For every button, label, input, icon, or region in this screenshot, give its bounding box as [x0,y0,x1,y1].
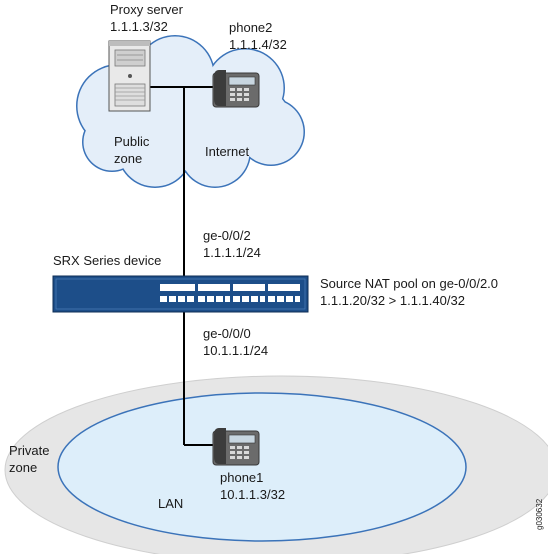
server-icon [108,40,151,112]
public-zone-label-line1: Public [114,134,150,149]
phone2-icon [212,70,260,108]
srx-device-label: SRX Series device [53,253,162,268]
lower-interface-name: ge-0/0/0 [203,326,251,341]
private-zone-label-line2: zone [9,460,38,475]
nat-pool-label: Source NAT pool on ge-0/0/2.0 [320,276,499,291]
public-zone-label-line2: zone [114,151,143,166]
phone1-label: phone1 [220,470,264,485]
lower-interface-address: 10.1.1.1/24 [203,343,269,358]
phone2-label: phone2 [229,20,273,35]
upper-interface-address: 1.1.1.1/24 [203,245,261,260]
srx-device-icon [52,275,309,313]
private-zone-label-line1: Private [9,443,50,458]
internet-label: Internet [205,144,250,159]
proxy-server-address: 1.1.1.3/32 [110,19,168,34]
lan-label: LAN [158,496,184,511]
upper-interface-name: ge-0/0/2 [203,228,251,243]
phone1-icon [212,428,260,466]
phone2-address: 1.1.1.4/32 [229,37,287,52]
proxy-server-label: Proxy server [110,2,183,17]
figure-id: g030632 [535,498,544,530]
nat-pool-range: 1.1.1.20/32 > 1.1.1.40/32 [320,293,465,308]
lan-ellipse [57,392,467,542]
phone1-address: 10.1.1.3/32 [220,487,286,502]
